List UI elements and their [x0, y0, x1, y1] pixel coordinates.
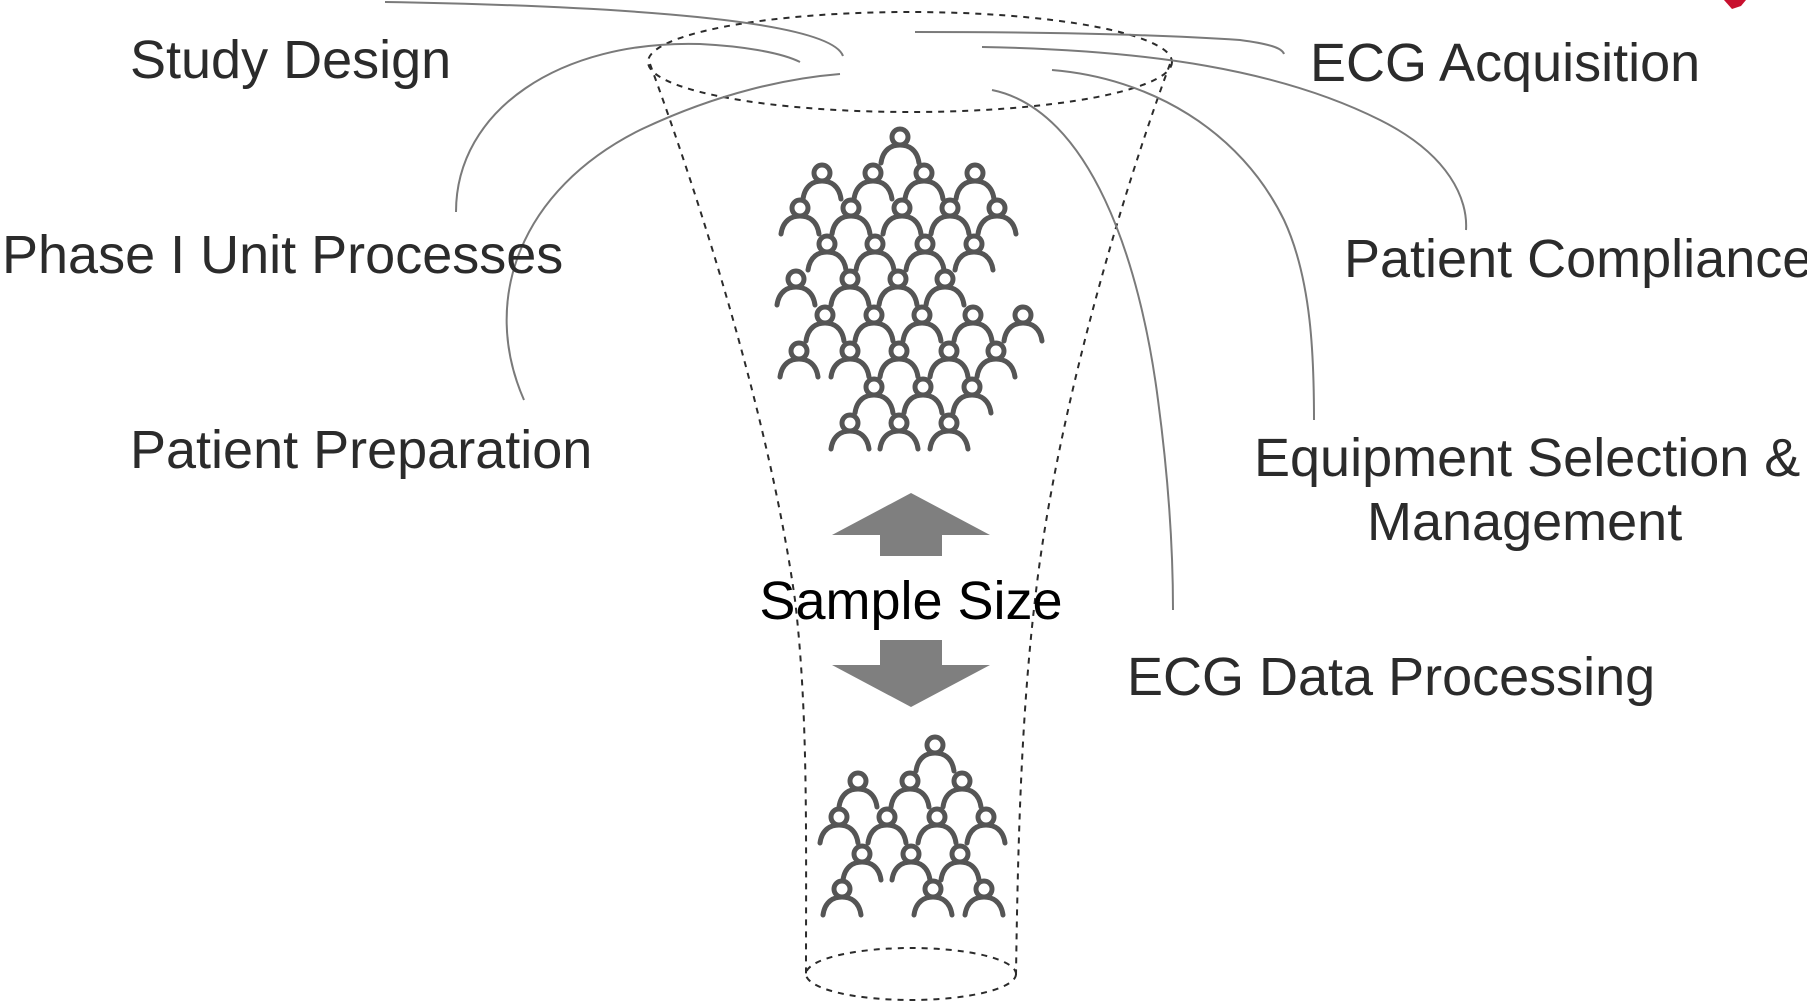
person-icon: [839, 773, 877, 807]
connector-ecg-acquisition: [914, 31, 1285, 55]
person-icon: [881, 129, 919, 163]
label-phase1-unit-processes: Phase I Unit Processes: [2, 225, 563, 285]
label-equipment-selection-line1: Equipment Selection &: [1254, 428, 1800, 488]
person-icon: [967, 809, 1005, 843]
person-icon: [855, 379, 893, 413]
person-icon: [843, 846, 881, 880]
person-icon: [905, 165, 943, 199]
label-patient-compliance: Patient Compliance: [1344, 229, 1807, 289]
person-icon: [978, 200, 1016, 234]
large-crowd: [777, 129, 1042, 449]
down-arrow-icon: [832, 640, 990, 707]
person-icon: [820, 809, 858, 843]
person-icon: [808, 236, 846, 270]
person-icon: [823, 881, 861, 915]
person-icon: [892, 846, 930, 880]
person-icon: [953, 379, 991, 413]
connector-study-design: [384, 1, 844, 57]
person-icon: [916, 737, 954, 771]
label-study-design: Study Design: [130, 30, 451, 90]
label-equipment-selection-line2: Management: [1367, 492, 1682, 552]
person-icon: [941, 846, 979, 880]
person-icon: [832, 200, 870, 234]
connector-ecg-data-processing: [991, 89, 1174, 611]
person-icon: [956, 165, 994, 199]
person-icon: [856, 236, 894, 270]
funnel-bottom-ellipse: [805, 947, 1017, 1001]
small-crowd: [820, 737, 1005, 915]
person-icon: [854, 165, 892, 199]
person-icon: [1004, 307, 1042, 341]
logo-mark: [1724, 0, 1746, 9]
funnel-top-ellipse: [647, 11, 1173, 113]
connector-equipment-selection: [1051, 69, 1315, 421]
sample-size-label: Sample Size: [759, 571, 1062, 631]
person-icon: [831, 343, 869, 377]
person-icon: [806, 307, 844, 341]
label-ecg-acquisition: ECG Acquisition: [1310, 33, 1700, 93]
person-icon: [831, 271, 869, 305]
funnel-right-wall: [1015, 63, 1171, 976]
person-icon: [904, 379, 942, 413]
person-icon: [977, 343, 1015, 377]
person-icon: [955, 236, 993, 270]
label-patient-preparation: Patient Preparation: [130, 420, 592, 480]
person-icon: [906, 236, 944, 270]
person-icon: [803, 165, 841, 199]
person-icon: [930, 343, 968, 377]
person-icon: [930, 415, 968, 449]
connectors: [384, 1, 1468, 611]
person-icon: [880, 343, 918, 377]
up-arrow-icon: [832, 493, 990, 556]
person-icon: [943, 773, 981, 807]
connector-patient-compliance: [981, 46, 1468, 231]
funnel: [647, 11, 1173, 1001]
person-icon: [954, 307, 992, 341]
person-icon: [883, 200, 921, 234]
funnel-left-wall: [649, 63, 808, 976]
person-icon: [868, 809, 906, 843]
person-icon: [780, 343, 818, 377]
person-icon: [781, 200, 819, 234]
person-icon: [926, 271, 964, 305]
person-icon: [903, 307, 941, 341]
person-icon: [914, 881, 952, 915]
person-icon: [918, 809, 956, 843]
person-icon: [777, 271, 815, 305]
connector-patient-preparation: [505, 73, 841, 401]
person-icon: [931, 200, 969, 234]
person-icon: [965, 881, 1003, 915]
person-icon: [891, 773, 929, 807]
person-icon: [855, 307, 893, 341]
person-icon: [879, 271, 917, 305]
connector-phase1-unit-processes: [455, 42, 801, 213]
person-icon: [880, 415, 918, 449]
person-icon: [831, 415, 869, 449]
label-ecg-data-processing: ECG Data Processing: [1127, 647, 1655, 707]
